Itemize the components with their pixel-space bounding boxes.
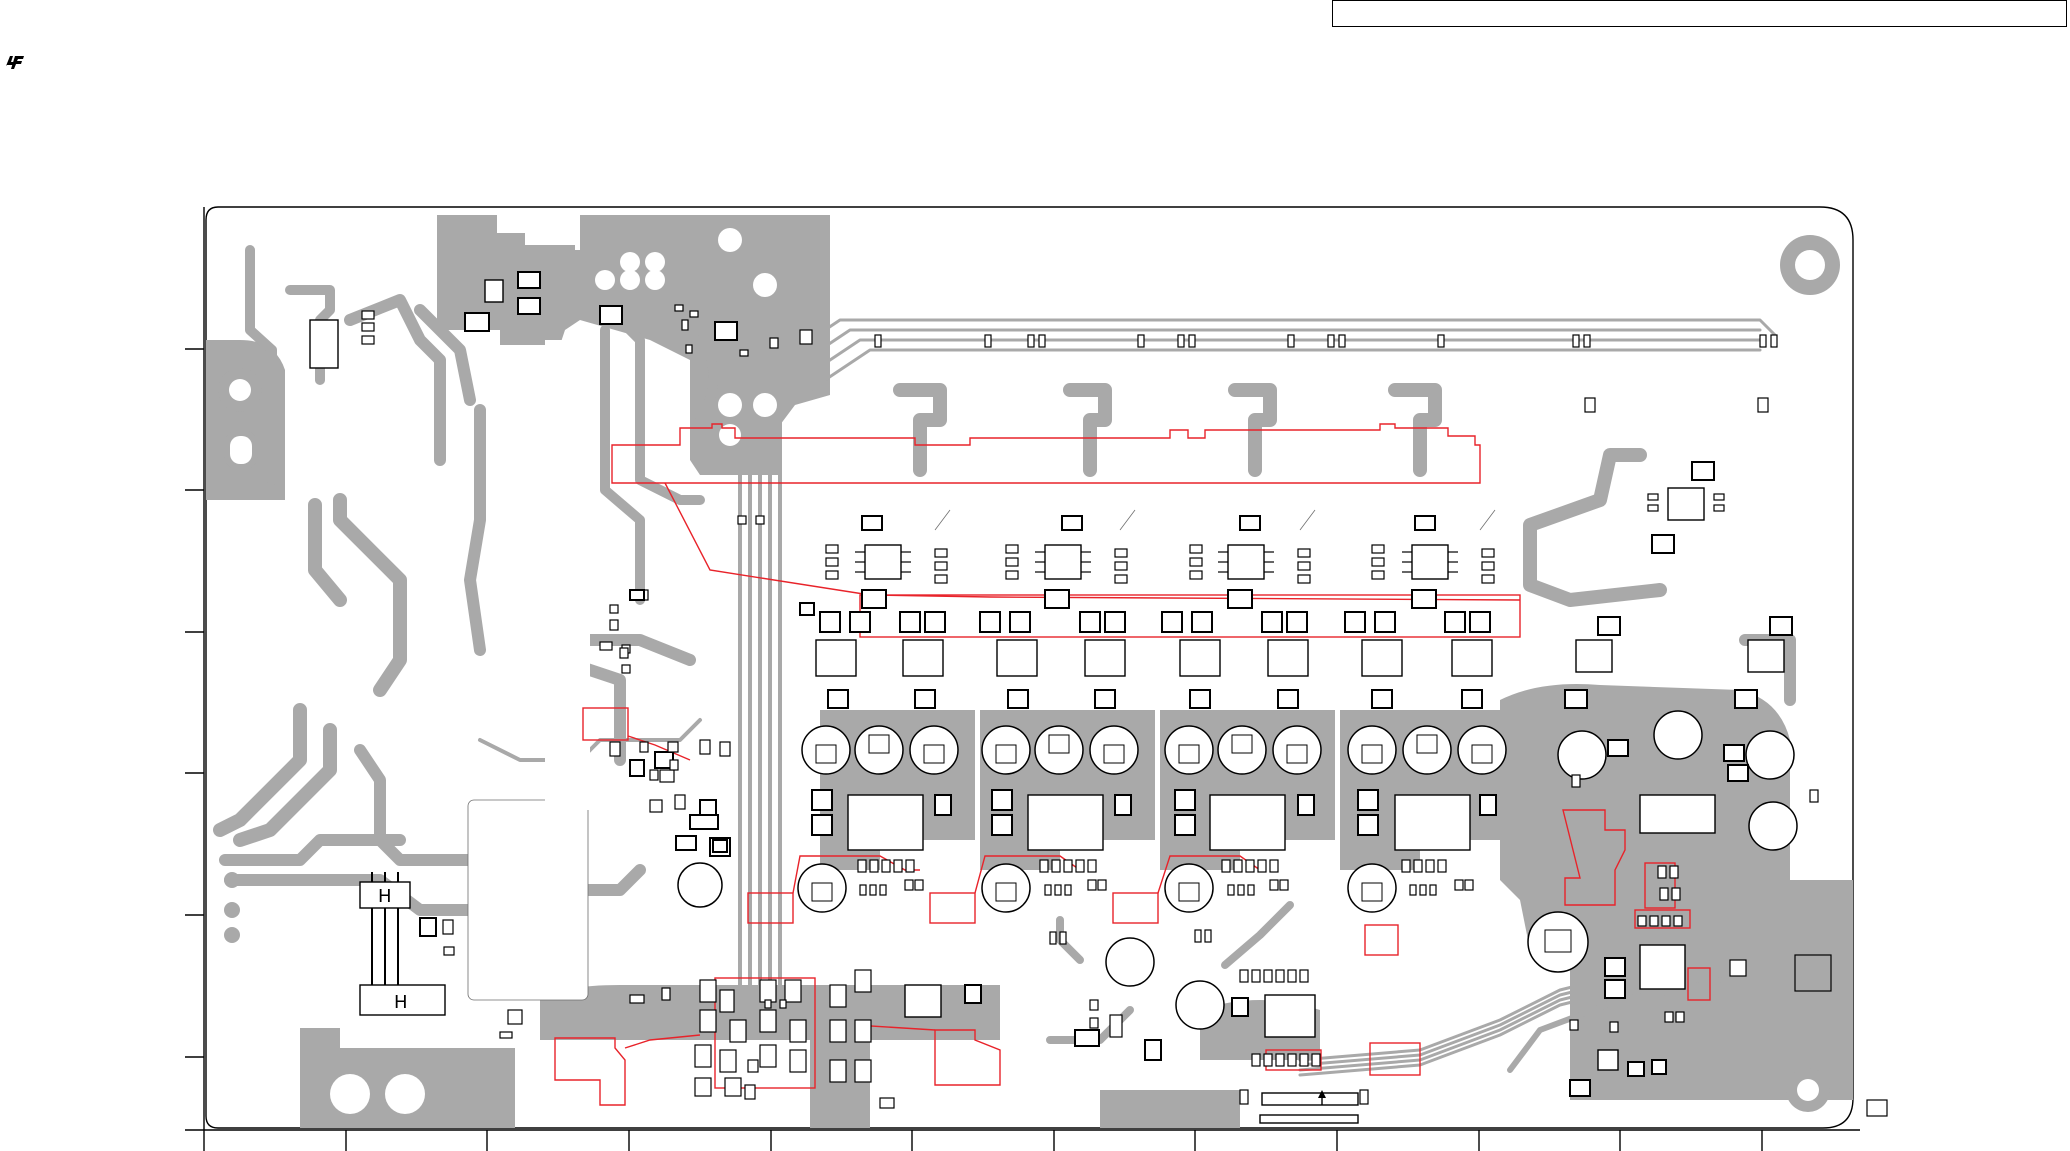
- marker-lower: H: [394, 992, 408, 1013]
- ruler-bottom: [185, 1130, 1860, 1151]
- marker-upper: H: [378, 886, 392, 907]
- corner-box: [1867, 1100, 1887, 1116]
- ruler-left: [185, 207, 204, 1130]
